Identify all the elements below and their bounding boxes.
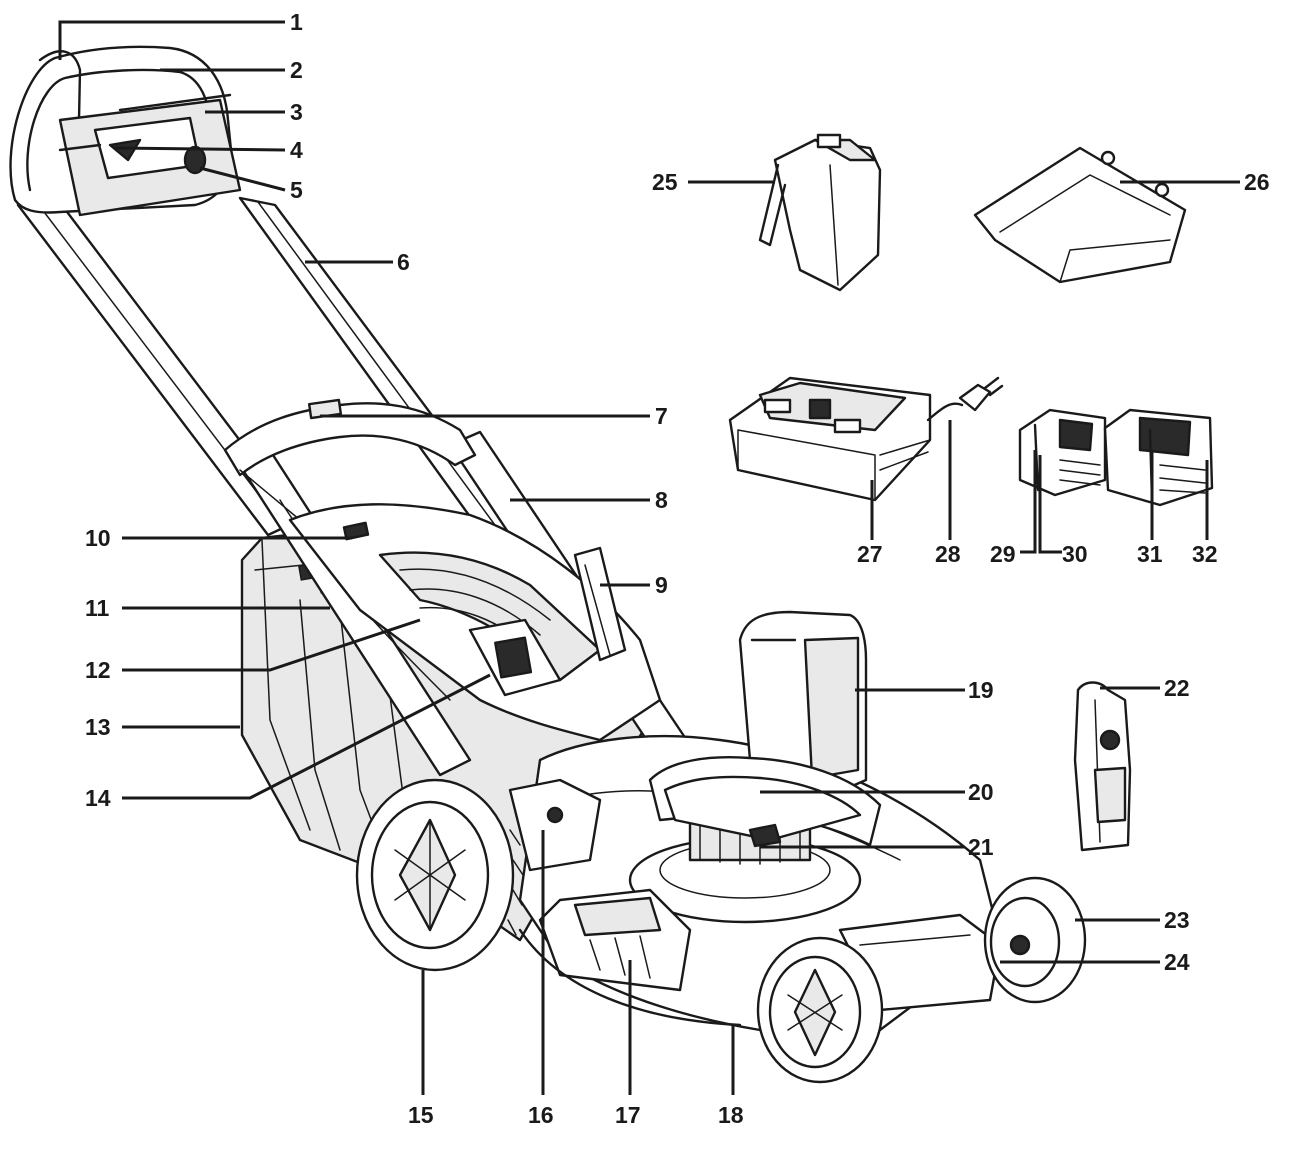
callout-32: 32 [1192, 541, 1218, 567]
callout-1: 1 [290, 9, 303, 35]
rear-wheel [355, 778, 524, 972]
callout-22: 22 [1164, 675, 1190, 701]
callout-29: 29 [990, 541, 1016, 567]
callout-18: 18 [718, 1102, 744, 1128]
callout-27: 27 [857, 541, 883, 567]
callout-5: 5 [290, 177, 303, 203]
callout-21: 21 [968, 834, 994, 860]
callout-4: 4 [290, 137, 303, 163]
callout-12: 12 [85, 657, 111, 683]
callout-3: 3 [290, 99, 303, 125]
callout-labels: 1 2 3 4 5 6 7 8 9 10 11 12 13 14 15 16 1… [85, 9, 1270, 1128]
callout-16: 16 [528, 1102, 554, 1128]
callout-2: 2 [290, 57, 303, 83]
callout-26: 26 [1244, 169, 1270, 195]
callout-25: 25 [652, 169, 678, 195]
callout-6: 6 [397, 249, 410, 275]
callout-20: 20 [968, 779, 994, 805]
callout-11: 11 [85, 595, 110, 621]
callout-8: 8 [655, 487, 668, 513]
callout-28: 28 [935, 541, 961, 567]
battery-pack-right [1103, 408, 1214, 507]
callout-24: 24 [1164, 949, 1190, 975]
mower-body [288, 503, 1002, 1032]
leader-lines [58, 20, 1240, 1095]
safety-key [1073, 681, 1132, 852]
battery-charger [728, 376, 1004, 502]
front-left-wheel [756, 936, 884, 1084]
callout-30: 30 [1062, 541, 1088, 567]
callout-19: 19 [968, 677, 994, 703]
battery-pack-left [1018, 408, 1107, 497]
callout-10: 10 [85, 525, 111, 551]
callout-31: 31 [1137, 541, 1163, 567]
front-right-wheel [983, 876, 1087, 1004]
callout-14: 14 [85, 785, 111, 811]
callout-9: 9 [655, 572, 668, 598]
callout-17: 17 [615, 1102, 641, 1128]
mulching-plug [758, 133, 882, 292]
callout-23: 23 [1164, 907, 1190, 933]
callout-7: 7 [655, 403, 668, 429]
callout-15: 15 [408, 1102, 434, 1128]
side-discharge-chute [973, 146, 1187, 284]
callout-13: 13 [85, 714, 111, 740]
